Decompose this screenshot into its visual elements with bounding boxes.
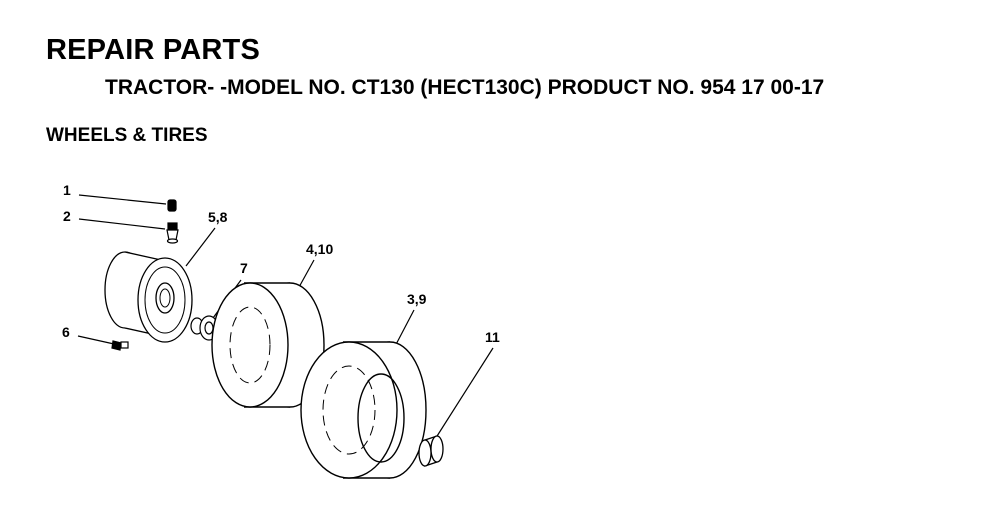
callout-label-5-8: 5,8 (208, 209, 228, 225)
callout-label-11: 11 (485, 329, 500, 345)
leader-line-5-8 (185, 227, 216, 267)
callout-label-1: 1 (63, 182, 71, 198)
valve-cap-part (167, 199, 177, 212)
valve-stem-part (166, 222, 179, 244)
callout-label-7: 7 (240, 260, 248, 276)
hub-cap-part (418, 435, 444, 467)
wheel-rim-part (104, 251, 193, 343)
leader-line-2 (78, 218, 166, 230)
section-heading: WHEELS & TIRES (46, 125, 208, 146)
callout-label-6: 6 (62, 324, 70, 340)
callout-label-3-9: 3,9 (407, 291, 427, 307)
screw-part (111, 340, 129, 351)
model-subtitle: TRACTOR- -MODEL NO. CT130 (HECT130C) PRO… (105, 76, 825, 99)
leader-line-1 (78, 194, 167, 205)
leader-line-11 (431, 347, 494, 445)
callout-label-2: 2 (63, 208, 71, 224)
callout-label-4-10: 4,10 (306, 241, 333, 257)
page-title: REPAIR PARTS (46, 34, 261, 66)
leader-line-6 (77, 335, 115, 345)
tire-rear-part (300, 341, 427, 479)
